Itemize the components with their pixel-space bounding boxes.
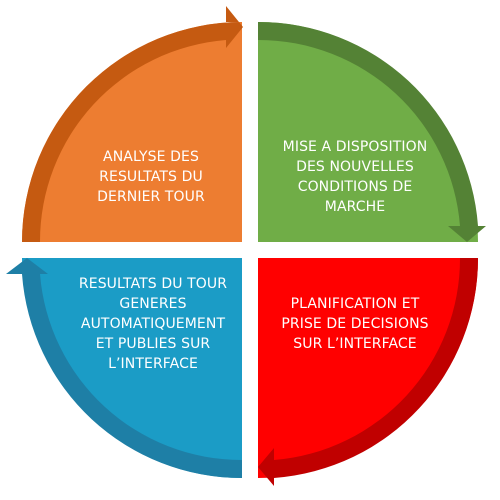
quadrant-top-right-fill [258, 22, 478, 242]
quadrant-bottom-right-fill [258, 258, 478, 478]
arrow-top-left [22, 6, 243, 242]
quadrant-bottom-left-fill [22, 258, 242, 478]
arrow-bottom-left [6, 258, 242, 479]
arrow-top-right [258, 21, 486, 243]
quadrant-top-left-fill [22, 22, 242, 242]
quadrant-top-right-label: MISE A DISPOSITION DES NOUVELLES CONDITI… [282, 139, 428, 215]
arrow-bottom-right [258, 258, 479, 486]
quadrant-bottom-left-label: RESULTATS DU TOUR GENERES AUTOMATIQUEMEN… [78, 276, 228, 372]
quadrant-bottom-right-label: PLANIFICATION ET PRISE DE DECISIONS SUR … [281, 296, 429, 352]
quadrant-top-left-label: ANALYSE DES RESULTATS DU DERNIER TOUR [97, 149, 205, 205]
